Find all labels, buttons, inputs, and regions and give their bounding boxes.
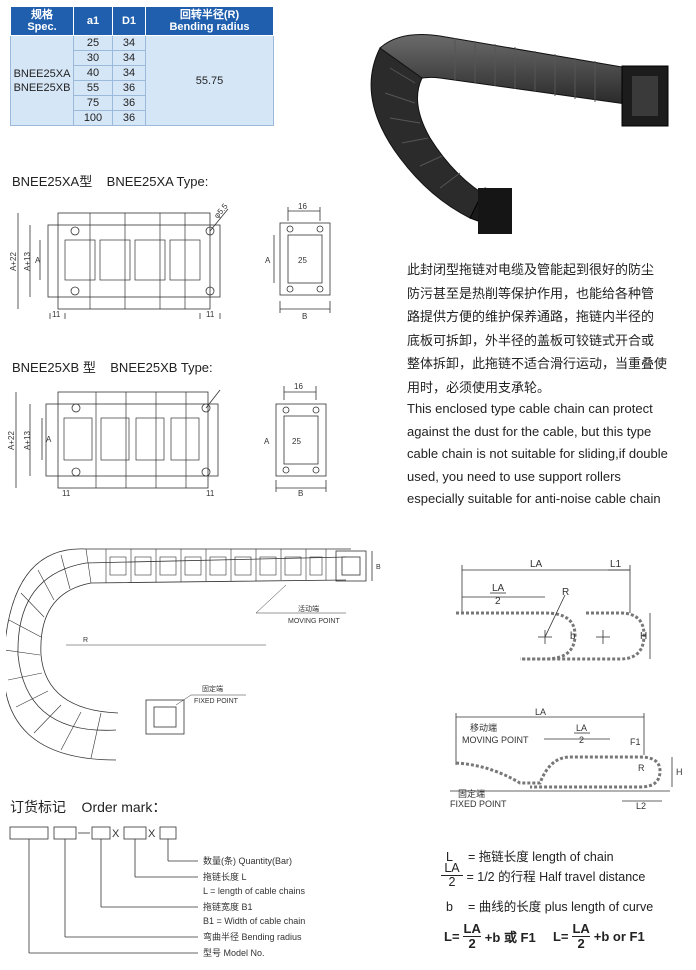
d1-header: D1 — [112, 6, 146, 36]
text-line: 底板可拆卸，外半径的盖板可铰链式开合或 — [407, 332, 655, 348]
order-label-width: 拖链宽度 B1 — [203, 901, 253, 912]
la-label: LA — [530, 559, 543, 570]
sixteen-label: 16 — [298, 202, 307, 211]
fixed-cn: 固定端 — [458, 788, 485, 799]
a-label: A — [46, 435, 52, 444]
d1-cell: 34 — [112, 50, 146, 66]
formula: L= LA 2 +b 或 F1 L= LA 2 +b or F1 — [444, 921, 645, 951]
la-label: LA — [535, 707, 546, 717]
h-label: H — [676, 767, 683, 777]
d1-cell: 34 — [112, 35, 146, 51]
moving-cn-label: 活动端 — [298, 604, 319, 613]
la2-den: 2 — [495, 596, 501, 607]
b-label: B — [298, 489, 303, 498]
eleven-label: 11 — [52, 310, 61, 319]
dimension-diagram-1: LA LA 2 L1 R b H — [456, 559, 651, 661]
x-sign: X — [112, 828, 120, 840]
xb-drawing: A+22 A+13 A 11 11 16 25 B A — [7, 382, 327, 498]
text-line: against the dust for the cable, but this… — [407, 423, 652, 439]
moving-en-label: MOVING POINT — [288, 618, 340, 625]
h-label: H — [640, 631, 647, 642]
a22-label: A+22 — [10, 252, 18, 271]
b-side-label: B — [376, 564, 381, 571]
dimension-diagram-2: LA LA 2 移动端 MOVING POINT F1 R H L2 固定端 F… — [450, 707, 683, 811]
a22-label: A+22 — [7, 431, 16, 450]
l1-label: L1 — [610, 559, 622, 570]
text-line: 此封闭型拖链对电缆及管能起到很好的防尘 — [407, 262, 655, 277]
eleven-label: 11 — [62, 489, 71, 498]
legend-l: L= 拖链长度 length of chain — [446, 850, 614, 864]
radius-cell: 55.75 — [145, 35, 274, 126]
d1-cell: 36 — [112, 110, 146, 126]
type-xb-title: BNEE25XB 型 BNEE25XB Type: — [12, 360, 213, 375]
a13-label: A+13 — [23, 431, 32, 450]
text-line: 路提供方便的维护保养通路，拖链内半径的 — [407, 309, 655, 324]
f1-label: F1 — [630, 737, 641, 747]
fixed-en: FIXED POINT — [450, 799, 507, 809]
order-mark-diagram: X X 数量(条) Quantity(Bar) 拖链长度 L L = lengt… — [9, 826, 305, 958]
legend-la: LA 2 = 1/2 的行程 Half travel distance — [441, 862, 645, 894]
fixed-en-label: FIXED POINT — [194, 698, 239, 705]
curved-chain-drawing: B R 活动端 MOVING POINT 固定端 FIXED POINT — [6, 548, 381, 761]
order-label-width-en: B1 = Width of cable chain — [203, 916, 305, 926]
a-label: A — [265, 256, 271, 265]
order-label-length: 拖链长度 L — [203, 871, 247, 882]
a1-cell: 40 — [73, 65, 113, 81]
cable-chain-photo — [370, 34, 669, 234]
a1-header: a1 — [73, 6, 113, 36]
twentyfive-label: 25 — [292, 437, 301, 446]
a-label: A — [264, 437, 270, 446]
text-line: used, you need to use support rollers — [407, 468, 621, 484]
a1-cell: 55 — [73, 80, 113, 96]
text-line: 整体拆卸，此拖链不适合滑行运动，当重叠使 — [407, 356, 668, 371]
order-label-length-en: L = length of cable chains — [203, 886, 305, 896]
text-line: 防污甚至是热削等保护作用，也能给各种管 — [407, 285, 655, 301]
a13-label: A+13 — [23, 252, 32, 271]
order-label-radius: 弯曲半径 Bending radius — [203, 931, 302, 942]
fixed-cn-label: 固定端 — [202, 684, 223, 693]
xa-drawing: φ5.5 A+22 A+13 A 11 11 16 25 B A — [10, 201, 331, 321]
b-label: b — [570, 631, 576, 642]
sixteen-label: 16 — [294, 382, 303, 391]
moving-cn: 移动端 — [470, 722, 497, 733]
order-label-quantity: 数量(条) Quantity(Bar) — [203, 855, 292, 866]
d1-cell: 36 — [112, 80, 146, 96]
d1-cell: 36 — [112, 95, 146, 111]
description-cn: 此封闭型拖链对电缆及管能起到很好的防尘 防污甚至是热削等保护作用，也能给各种管 … — [407, 258, 667, 399]
radius-header: 回转半径(R)Bending radius — [145, 6, 274, 36]
a-label: A — [35, 256, 41, 265]
a1-cell: 100 — [73, 110, 113, 126]
phi-label: φ5.5 — [212, 201, 230, 220]
moving-en: MOVING POINT — [462, 735, 529, 745]
l2-label: L2 — [636, 801, 646, 811]
text-line: especially suitable for anti-noise cable… — [407, 491, 661, 506]
twentyfive-label: 25 — [298, 256, 307, 265]
d1-cell: 34 — [112, 65, 146, 81]
a1-cell: 25 — [73, 35, 113, 51]
x-sign: X — [148, 828, 156, 840]
eleven-label: 11 — [206, 489, 215, 498]
la2-den: 2 — [579, 735, 584, 745]
r-label: R — [83, 637, 88, 644]
type-xa-title: BNEE25XA型 BNEE25XA Type: — [12, 174, 209, 189]
description-en: This enclosed type cable chain can prote… — [407, 398, 668, 511]
text-line: This enclosed type cable chain can prote… — [407, 401, 653, 416]
la2-num: LA — [576, 723, 587, 733]
r-label: R — [638, 763, 645, 773]
order-title: 订货标记 Order mark： — [10, 799, 167, 815]
order-label-model: 型号 Model No. — [203, 948, 265, 958]
la2-num: LA — [492, 583, 505, 594]
b-label: B — [302, 312, 307, 321]
text-line: 用时，必须使用支承轮。 — [407, 379, 551, 395]
text-line: cable chain is not suitable for sliding,… — [407, 446, 668, 461]
a1-cell: 75 — [73, 95, 113, 111]
r-label: R — [562, 587, 569, 598]
a1-cell: 30 — [73, 50, 113, 66]
legend-b: b= 曲线的长度 plus length of curve — [446, 900, 654, 914]
eleven-label: 11 — [206, 310, 215, 319]
